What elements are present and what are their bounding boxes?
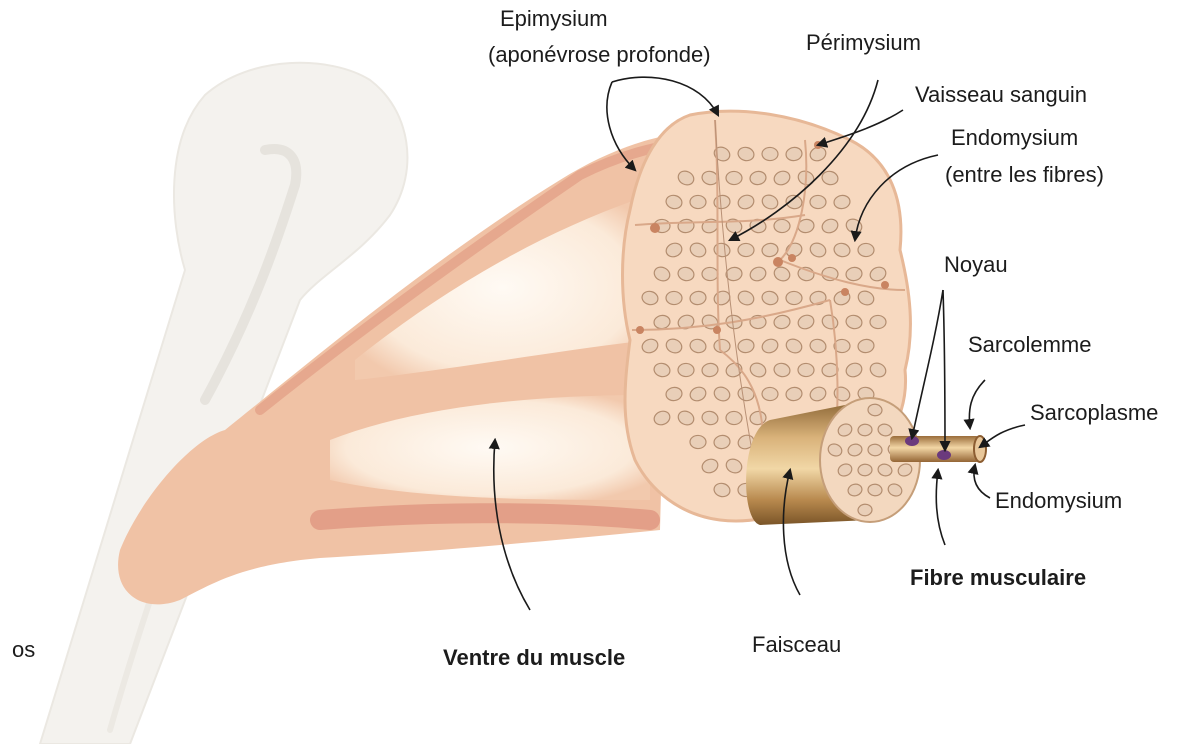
label-endomysium-fibre: Endomysium (995, 488, 1122, 513)
nucleus-2 (937, 450, 951, 460)
fibre-cell (762, 147, 778, 161)
fibre-cell (690, 435, 706, 449)
fascicle-fibre-cell (868, 404, 883, 417)
fibre-cell (666, 291, 682, 305)
label-os: os (12, 637, 35, 662)
label-sarcolemme: Sarcolemme (968, 332, 1091, 357)
fibre-cell (858, 243, 874, 257)
label-ventre-du-muscle: Ventre du muscle (443, 645, 625, 670)
label-faisceau: Faisceau (752, 632, 841, 657)
fibre-cell (678, 363, 694, 377)
label-noyau: Noyau (944, 252, 1008, 277)
fibre-cell (726, 171, 742, 185)
fibre-cell (774, 219, 790, 233)
fibre-cell (870, 315, 886, 329)
fascicle-fibre-cell (858, 504, 873, 517)
fascicle-fibre-cell (858, 424, 873, 437)
label-perimysium: Périmysium (806, 30, 921, 55)
label-endomysium-sub: (entre les fibres) (945, 162, 1104, 187)
label-epimysium: Epimysium (500, 6, 608, 31)
fibre-cell (702, 267, 718, 281)
label-endomysium: Endomysium (951, 125, 1078, 150)
fibre-cell (738, 243, 754, 257)
fibre-cell (726, 411, 742, 425)
label-sarcoplasme: Sarcoplasme (1030, 400, 1158, 425)
lower-band (320, 513, 650, 520)
fascicle-fibre-cell (868, 444, 883, 457)
fascicle-fibre-cell (858, 464, 873, 477)
fibre-cell (786, 291, 802, 305)
fibre-cylinder (890, 436, 980, 462)
label-fibre-musculaire: Fibre musculaire (910, 565, 1086, 590)
label-epimysium-sub: (aponévrose profonde) (488, 42, 711, 67)
fascicle-fibre-cell (868, 484, 883, 497)
fibre-cell (690, 195, 706, 209)
fibre-cell (798, 363, 814, 377)
fibre-cell (762, 387, 778, 401)
fibre-cell (810, 195, 826, 209)
muscle-fibre (890, 436, 986, 462)
fibre-end (974, 436, 986, 462)
label-vaisseau: Vaisseau sanguin (915, 82, 1087, 107)
